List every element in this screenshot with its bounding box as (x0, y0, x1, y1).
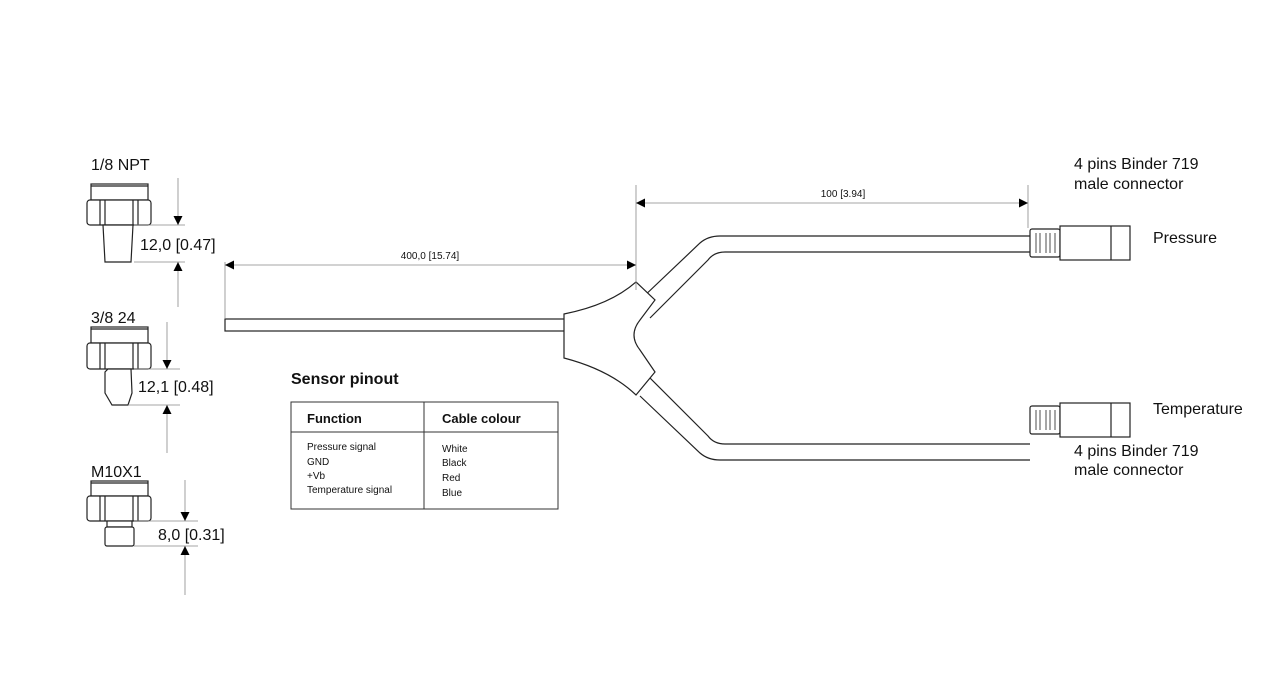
branch-length-label: 100 [3.94] (821, 189, 866, 200)
temperature-connector (1029, 402, 1131, 438)
bottom-connector-label-2: male connector (1074, 462, 1184, 479)
top-connector-label-1: 4 pins Binder 719 (1074, 156, 1199, 173)
function-cell: Pressure signal (307, 442, 376, 453)
function-cell: +Vb (307, 471, 326, 482)
header-function: Function (307, 411, 362, 426)
cable-assembly (224, 225, 1131, 461)
sensor-3-8-24: 3/8 24 12,1 [0.48] (86, 310, 214, 453)
sensor-dimension: 12,0 [0.47] (140, 237, 216, 254)
bottom-connector-label-1: 4 pins Binder 719 (1074, 443, 1199, 460)
sensor-dimension: 12,1 [0.48] (138, 379, 214, 396)
colour-cell: White (442, 444, 468, 455)
temperature-label: Temperature (1153, 401, 1243, 418)
colour-cell: Red (442, 473, 460, 484)
pressure-connector (1029, 225, 1131, 261)
header-cable-colour: Cable colour (442, 411, 521, 426)
top-connector-label-2: male connector (1074, 176, 1184, 193)
pinout-table: Sensor pinout Function Cable colour Pres… (290, 371, 559, 510)
main-cable-dimension: 400,0 [15.74] (224, 185, 637, 318)
sensor-1-8-npt: 1/8 NPT 12,0 [0.47] (86, 157, 216, 307)
sensor-dimension: 8,0 [0.31] (158, 527, 225, 544)
sensor-thread-label: 3/8 24 (91, 310, 136, 327)
sensor-thread-label: M10X1 (91, 464, 142, 481)
pressure-label: Pressure (1153, 230, 1217, 247)
colour-cell: Blue (442, 488, 462, 499)
pinout-title: Sensor pinout (291, 371, 399, 388)
function-cell: GND (307, 457, 329, 468)
branch-dimension: 100 [3.94] (636, 185, 1029, 228)
sensor-thread-label: 1/8 NPT (91, 157, 150, 174)
function-cell: Temperature signal (307, 485, 392, 496)
sensor-m10x1: M10X1 8,0 [0.31] (86, 464, 225, 595)
main-length-label: 400,0 [15.74] (401, 251, 460, 262)
colour-cell: Black (442, 458, 467, 469)
